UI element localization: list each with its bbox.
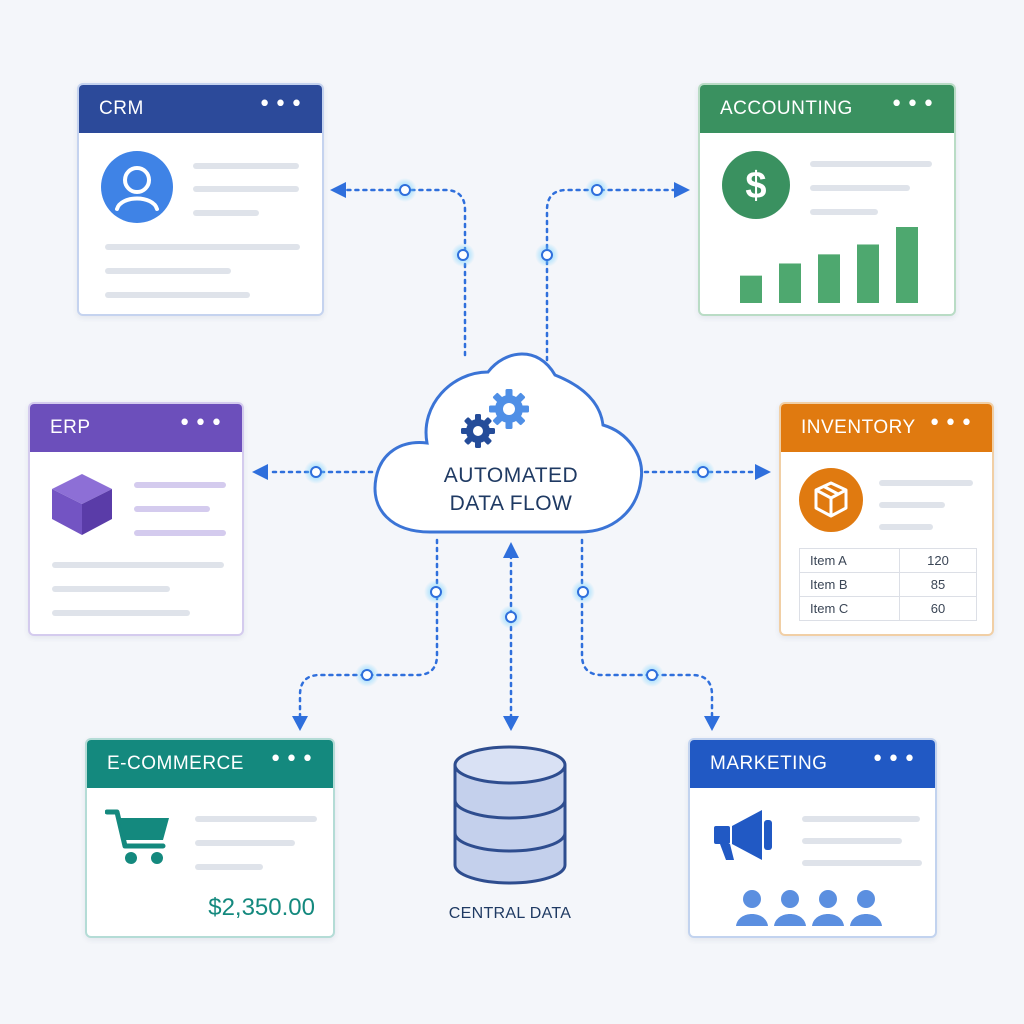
- audience-icon: [736, 890, 882, 926]
- crm-text-line: [105, 268, 231, 274]
- arrow-to-database: [503, 716, 519, 731]
- crm-text-line: [193, 186, 299, 192]
- crm-card[interactable]: CRM •••: [77, 83, 324, 316]
- accounting-bar-chart: [740, 227, 918, 303]
- ecommerce-text-line: [195, 840, 295, 846]
- accounting-text-line: [810, 209, 878, 215]
- connector-nodes: [304, 178, 715, 687]
- cloud-label-line2: DATA FLOW: [449, 492, 573, 515]
- gears-icon: [461, 389, 529, 448]
- crm-text-line: [193, 210, 259, 216]
- svg-text:$: $: [745, 165, 766, 207]
- cloud-shape: [373, 352, 644, 534]
- arrow-to-ecommerce: [292, 716, 308, 731]
- accounting-chart-bar: [896, 227, 918, 303]
- inventory-text-line: [879, 502, 945, 508]
- crm-text-line: [105, 292, 250, 298]
- marketing-text-line: [802, 860, 922, 866]
- connector-crm: [343, 188, 467, 357]
- erp-text-line: [52, 610, 190, 616]
- ecommerce-card-title: E-COMMERCE: [107, 753, 244, 774]
- megaphone-icon: [714, 810, 772, 860]
- arrow-to-marketing: [704, 716, 720, 731]
- erp-text-line: [134, 506, 210, 512]
- accounting-card-title: ACCOUNTING: [720, 98, 853, 119]
- item-name: Item A: [799, 548, 900, 573]
- arrow-to-crm: [330, 182, 346, 198]
- item-name: Item B: [799, 572, 900, 597]
- erp-text-line: [134, 530, 226, 536]
- accounting-text-line: [810, 161, 932, 167]
- database-label: CENTRAL DATA: [448, 905, 572, 922]
- inventory-table: Item A 120 Item B 85 Item C 60: [799, 548, 977, 621]
- accounting-card[interactable]: ACCOUNTING ••• $: [698, 83, 956, 316]
- table-row: Item A 120: [799, 548, 977, 573]
- connector-marketing: [580, 538, 714, 720]
- ecommerce-text-line: [195, 816, 317, 822]
- table-row: Item B 85: [799, 572, 977, 597]
- erp-menu-icon[interactable]: •••: [178, 411, 226, 436]
- inventory-text-line: [879, 480, 973, 486]
- arrow-to-cloud: [503, 542, 519, 558]
- arrow-to-accounting: [674, 182, 690, 198]
- crm-text-line: [193, 163, 299, 169]
- inventory-card[interactable]: INVENTORY ••• Item A 120 Item B 85 Item …: [779, 402, 994, 636]
- accounting-menu-icon[interactable]: •••: [890, 92, 938, 117]
- ecommerce-card[interactable]: E-COMMERCE ••• $2,350.00: [85, 738, 335, 938]
- inventory-text-line: [879, 524, 933, 530]
- crm-card-title: CRM: [99, 98, 144, 119]
- accounting-card-header: ACCOUNTING •••: [700, 85, 954, 133]
- table-row: Item C 60: [799, 596, 977, 621]
- connector-ecommerce: [298, 538, 439, 720]
- accounting-chart-bar: [818, 254, 840, 303]
- accounting-text-line: [810, 185, 910, 191]
- dollar-icon: $: [722, 151, 790, 219]
- arrow-to-erp: [252, 464, 268, 480]
- marketing-text-line: [802, 838, 902, 844]
- user-avatar-icon: [101, 151, 173, 223]
- marketing-menu-icon[interactable]: •••: [871, 747, 919, 772]
- erp-card-header: ERP •••: [30, 404, 242, 452]
- item-quantity: 120: [899, 548, 977, 573]
- erp-text-line: [52, 586, 170, 592]
- erp-text-line: [52, 562, 224, 568]
- cloud-label: AUTOMATED DATA FLOW: [411, 462, 611, 518]
- cube-icon: [52, 474, 112, 535]
- box-icon: [799, 468, 863, 532]
- ecommerce-text-line: [195, 864, 263, 870]
- erp-card-title: ERP: [50, 417, 91, 438]
- accounting-chart-bar: [779, 263, 801, 303]
- ecommerce-menu-icon[interactable]: •••: [269, 747, 317, 772]
- item-quantity: 85: [899, 572, 977, 597]
- marketing-text-line: [802, 816, 920, 822]
- inventory-card-title: INVENTORY: [801, 417, 916, 438]
- database-icon: [453, 745, 567, 885]
- accounting-chart-bar: [740, 275, 762, 303]
- accounting-chart-bar: [857, 244, 879, 303]
- arrow-to-inventory: [755, 464, 771, 480]
- inventory-card-header: INVENTORY •••: [781, 404, 992, 452]
- cart-icon: [105, 809, 169, 864]
- crm-menu-icon[interactable]: •••: [258, 92, 306, 117]
- marketing-card-header: MARKETING •••: [690, 740, 935, 788]
- order-total: $2,350.00: [208, 894, 315, 921]
- erp-card[interactable]: ERP •••: [28, 402, 244, 636]
- cloud-label-line1: AUTOMATED: [443, 464, 579, 487]
- inventory-menu-icon[interactable]: •••: [928, 411, 976, 436]
- crm-card-header: CRM •••: [79, 85, 322, 133]
- connector-accounting: [545, 188, 677, 370]
- crm-text-line: [105, 244, 300, 250]
- item-quantity: 60: [899, 596, 977, 621]
- erp-text-line: [134, 482, 226, 488]
- ecommerce-card-header: E-COMMERCE •••: [87, 740, 333, 788]
- marketing-card-title: MARKETING: [710, 753, 828, 774]
- marketing-card[interactable]: MARKETING •••: [688, 738, 937, 938]
- item-name: Item C: [799, 596, 900, 621]
